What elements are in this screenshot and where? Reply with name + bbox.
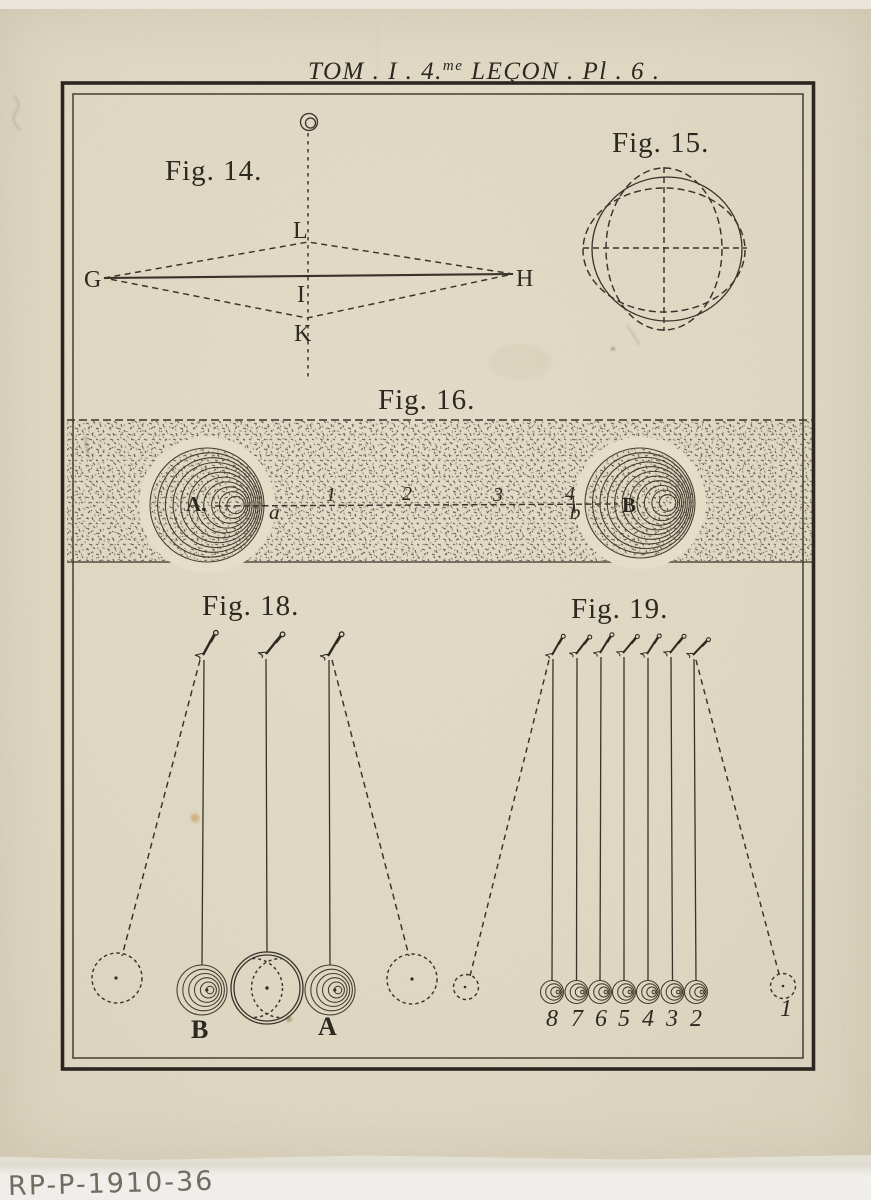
point-label-L: L — [293, 218, 308, 244]
plate-border — [60, 81, 816, 1071]
pendulum-string-B — [201, 659, 205, 966]
point-label-K: K — [294, 321, 312, 347]
ball-number-7: 7 — [571, 1006, 584, 1032]
label-1: 1 — [326, 484, 336, 506]
mount-background — [0, 1163, 871, 1200]
sphere-b-halo — [574, 437, 706, 569]
label-4: 4 — [565, 483, 575, 505]
pendulum-ball-6 — [587, 979, 613, 1005]
pendulum-strings — [551, 656, 697, 982]
point-label-H: H — [516, 266, 533, 292]
pendulum-ball-8 — [539, 979, 565, 1005]
ball-label-B: B — [191, 1015, 208, 1044]
dashed-tall-ellipse — [605, 167, 723, 331]
title-part-1: TOM . I . 4. — [308, 58, 443, 85]
fig15-label: Fig. 15. — [612, 127, 709, 159]
solid-circle — [591, 176, 743, 322]
pendulum-ball-3 — [660, 979, 685, 1005]
figure-14: Fig. 14. G H L I K — [84, 112, 533, 378]
raised-string-left-dashed — [121, 659, 201, 957]
point-label-I: I — [297, 282, 305, 308]
inventory-number: RP-P-1910-36 — [8, 1166, 215, 1200]
pendulum-string-middle — [265, 658, 268, 953]
paper-grain-texture — [0, 9, 871, 1163]
figure-16: Fig. 16. A. a 1 2 3 4 b B — [67, 384, 812, 573]
title-superscript: me — [443, 58, 464, 74]
point-label-G: G — [84, 267, 101, 293]
inventory-annotation: RP-P-1910-36 — [8, 1166, 215, 1200]
suspension-ring — [299, 112, 319, 132]
fig18-label: Fig. 18. — [202, 590, 299, 622]
plate-title: TOM . I . 4.me LEÇON . Pl . 6 . — [308, 58, 660, 85]
ball-number-2: 2 — [690, 1006, 702, 1032]
pendulum-string-A — [328, 659, 331, 966]
line-GH — [103, 272, 514, 280]
pendulum-ball-5 — [611, 979, 637, 1005]
ball-label-A: A — [318, 1012, 337, 1041]
ball-number-3: 3 — [665, 1006, 678, 1032]
fig14-label: Fig. 14. — [165, 155, 262, 187]
raised-string-right-dashed — [695, 659, 780, 975]
figure-18: Fig. 18. B A — [91, 590, 438, 1044]
trajectory-dashed-line — [214, 503, 619, 507]
raised-position-left — [91, 952, 143, 1004]
ball-number-1: 1 — [780, 996, 792, 1022]
raised-position-right — [386, 953, 438, 1005]
ball-number-5: 5 — [618, 1006, 630, 1032]
sphere-B — [584, 447, 696, 559]
dashed-rhombus-GLHK — [103, 241, 514, 319]
label-2: 2 — [402, 483, 412, 505]
pendulum-ball-A — [304, 964, 356, 1016]
suspension-ring-inner — [304, 117, 317, 129]
pendulum-ball-middle — [230, 951, 304, 1025]
raised-string-right-dashed — [331, 659, 410, 957]
label-a: a — [269, 500, 280, 524]
pendulum-ball-2 — [683, 979, 709, 1005]
figure-15: Fig. 15. — [582, 127, 747, 331]
title-part-2: LEÇON . Pl . 6 . — [463, 58, 660, 85]
label-B: B — [622, 493, 636, 517]
fig19-label: Fig. 19. — [571, 593, 668, 625]
pendulum-ball-7 — [564, 979, 589, 1005]
pendulum-ball-4 — [635, 979, 661, 1005]
ball-number-8: 8 — [546, 1006, 558, 1032]
ball-number-6: 6 — [595, 1006, 607, 1032]
label-3: 3 — [492, 484, 503, 506]
ball-number-4: 4 — [642, 1006, 654, 1032]
figure-19: Fig. 19. 8 7 6 — [452, 593, 797, 1032]
sphere-a-halo — [139, 437, 275, 573]
label-b: b — [570, 500, 581, 524]
sphere-A — [149, 447, 265, 563]
fig16-label: Fig. 16. — [378, 384, 475, 416]
raised-string-left-dashed — [469, 659, 550, 977]
raised-position-right — [769, 972, 797, 1000]
tick-mark-4b — [572, 495, 576, 514]
raised-position-left — [452, 973, 480, 1001]
pendulum-ball-B — [176, 964, 228, 1016]
label-A: A. — [186, 492, 206, 516]
